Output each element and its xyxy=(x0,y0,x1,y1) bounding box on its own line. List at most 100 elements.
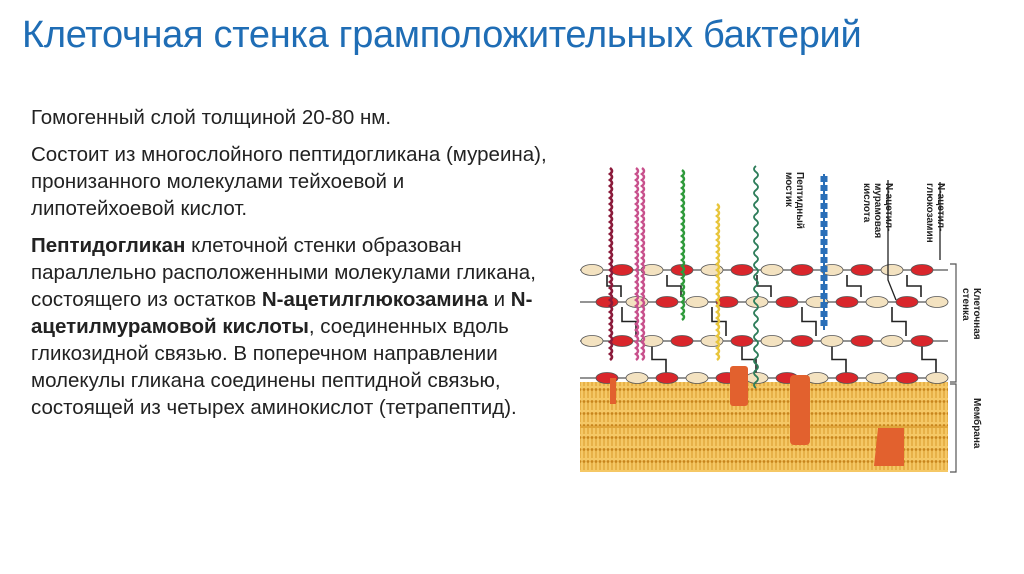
n-acetylmuramic-unit xyxy=(610,335,634,347)
label-membrane: Мембрана xyxy=(971,398,983,449)
n-acetylglucosamine-unit xyxy=(865,296,889,308)
n-acetylmuramic-unit xyxy=(655,296,679,308)
text-segment-3: , соединенных вдоль гликозидной связью. … xyxy=(31,315,517,419)
n-acetylglucosamine-unit xyxy=(580,335,604,347)
n-acetylmuramic-unit xyxy=(610,264,634,276)
peptide-bridge-unit xyxy=(820,239,828,245)
tetrapeptide-crosslink xyxy=(756,275,772,297)
n-acetylmuramic-unit xyxy=(835,372,859,384)
paragraph-composition: Состоит из многослойного пептидогликана … xyxy=(31,143,547,220)
tetrapeptide-crosslink xyxy=(906,275,922,297)
teichoic-chain-green xyxy=(680,169,686,321)
tetrapeptide-crosslink xyxy=(651,346,667,373)
peptide-bridge-unit xyxy=(820,311,828,317)
tetrapeptide-crosslink xyxy=(801,307,817,336)
membrane-bracket xyxy=(950,383,957,473)
teichoic-chain-pink xyxy=(634,167,640,361)
term-muramic-acid: N-ацетилмурамовой кислоты xyxy=(31,288,533,338)
n-acetylmuramic-unit xyxy=(715,296,739,308)
layer-brackets xyxy=(950,263,957,473)
membrane-protein-4 xyxy=(610,378,616,404)
n-acetylglucosamine-unit xyxy=(685,296,709,308)
n-acetylmuramic-unit xyxy=(730,335,754,347)
n-acetylmuramic-unit xyxy=(835,296,859,308)
n-acetylglucosamine-unit xyxy=(865,372,889,384)
teichoic-acid-chains xyxy=(607,165,941,389)
peptide-bridge-unit xyxy=(820,203,828,209)
slide-text: Гомогенный слой толщиной 20-80 нм. Состо… xyxy=(31,104,551,431)
tetrapeptide-crosslink xyxy=(891,307,907,336)
peptide-bridge-unit xyxy=(820,320,828,326)
n-acetylmuramic-unit xyxy=(910,264,934,276)
teichoic-chain-red xyxy=(607,166,614,362)
n-acetylmuramic-unit xyxy=(850,335,874,347)
paragraph-peptidoglycan: Пептидогликан клеточной стенки образован… xyxy=(31,232,551,421)
n-acetylmuramic-unit xyxy=(595,296,619,308)
n-acetylglucosamine-unit xyxy=(700,264,724,276)
label-n-acetylmuramic-acid: N-ацетил-мурамоваякислота xyxy=(861,183,894,238)
peptide-crosslinks xyxy=(606,275,937,373)
membrane-proteins xyxy=(610,366,904,466)
label-n-acetylglucosamine: N-ацетил-глюкозамин xyxy=(924,183,946,243)
label-cell-wall: Клеточнаястенка xyxy=(960,288,982,340)
slide-title: Клеточная стенка грамположительных бакте… xyxy=(22,14,862,56)
text-segment-2: и xyxy=(487,288,511,311)
n-acetylmuramic-unit xyxy=(730,264,754,276)
n-acetylglucosamine-unit xyxy=(625,372,649,384)
tetrapeptide-crosslink xyxy=(666,275,682,297)
membrane-protein-1 xyxy=(730,366,748,406)
muramic-pointer xyxy=(887,180,897,301)
teichoic-chain-pink xyxy=(640,167,646,361)
peptide-bridge-unit xyxy=(820,230,828,236)
peptide-bridge-unit xyxy=(820,257,828,263)
tetrapeptide-crosslink xyxy=(921,346,937,373)
n-acetylmuramic-unit xyxy=(790,264,814,276)
peptide-bridge-unit xyxy=(820,248,828,254)
peptide-bridge-unit xyxy=(820,293,828,299)
n-acetylmuramic-unit xyxy=(790,335,814,347)
peptide-bridge-unit xyxy=(820,284,828,290)
term-glucosamine: N-ацетилглюкозамина xyxy=(261,288,488,311)
n-acetylmuramic-unit xyxy=(895,296,919,308)
term-peptidoglycan: Пептидогликан xyxy=(31,234,186,257)
peptide-bridge-unit xyxy=(820,212,828,218)
tetrapeptide-crosslink xyxy=(741,346,757,373)
n-acetylglucosamine-unit xyxy=(925,372,949,384)
peptide-bridge-unit xyxy=(820,185,828,191)
text-segment-1: клеточной стенки образован параллельно р… xyxy=(31,234,536,311)
peptide-bridge-unit xyxy=(820,266,828,272)
peptide-bridge-unit xyxy=(820,176,828,182)
n-acetylglucosamine-unit xyxy=(925,296,949,308)
n-acetylmuramic-unit xyxy=(775,296,799,308)
tetrapeptide-crosslink xyxy=(606,275,622,297)
n-acetylmuramic-unit xyxy=(910,335,934,347)
n-acetylmuramic-unit xyxy=(895,372,919,384)
n-acetylglucosamine-unit xyxy=(760,264,784,276)
n-acetylglucosamine-unit xyxy=(640,335,664,347)
n-acetylglucosamine-unit xyxy=(760,335,784,347)
paragraph-thickness: Гомогенный слой толщиной 20-80 нм. xyxy=(31,106,392,129)
peptide-bridge-unit xyxy=(820,302,828,308)
n-acetylmuramic-unit xyxy=(655,372,679,384)
n-acetylglucosamine-unit xyxy=(685,372,709,384)
n-acetylglucosamine-unit xyxy=(880,335,904,347)
cell-wall-diagram: Пептидныймостик N-ацетил-мурамоваякислота… xyxy=(580,165,983,473)
diagram-labels: Пептидныймостик N-ацетил-мурамоваякислота… xyxy=(783,172,983,449)
tetrapeptide-crosslink xyxy=(621,307,637,336)
lipoteichoic-chain-yellow xyxy=(715,203,721,361)
label-peptide-bridge: Пептидныймостик xyxy=(783,172,805,229)
peptide-bridge-unit xyxy=(820,194,828,200)
tetrapeptide-crosslink xyxy=(846,275,862,297)
n-acetylglucosamine-unit xyxy=(820,335,844,347)
tetrapeptide-crosslink xyxy=(831,346,847,373)
lipoteichoic-chain-teal xyxy=(753,165,759,389)
membrane-protein-2 xyxy=(790,375,810,445)
glycan-strands xyxy=(580,264,949,384)
peptide-bridge-unit xyxy=(820,221,828,227)
n-acetylmuramic-unit xyxy=(850,264,874,276)
cell-wall-bracket xyxy=(950,263,957,383)
n-acetylmuramic-unit xyxy=(670,335,694,347)
membrane-protein-3 xyxy=(874,428,904,466)
peptide-bridge-unit xyxy=(820,275,828,281)
n-acetylglucosamine-unit xyxy=(580,264,604,276)
